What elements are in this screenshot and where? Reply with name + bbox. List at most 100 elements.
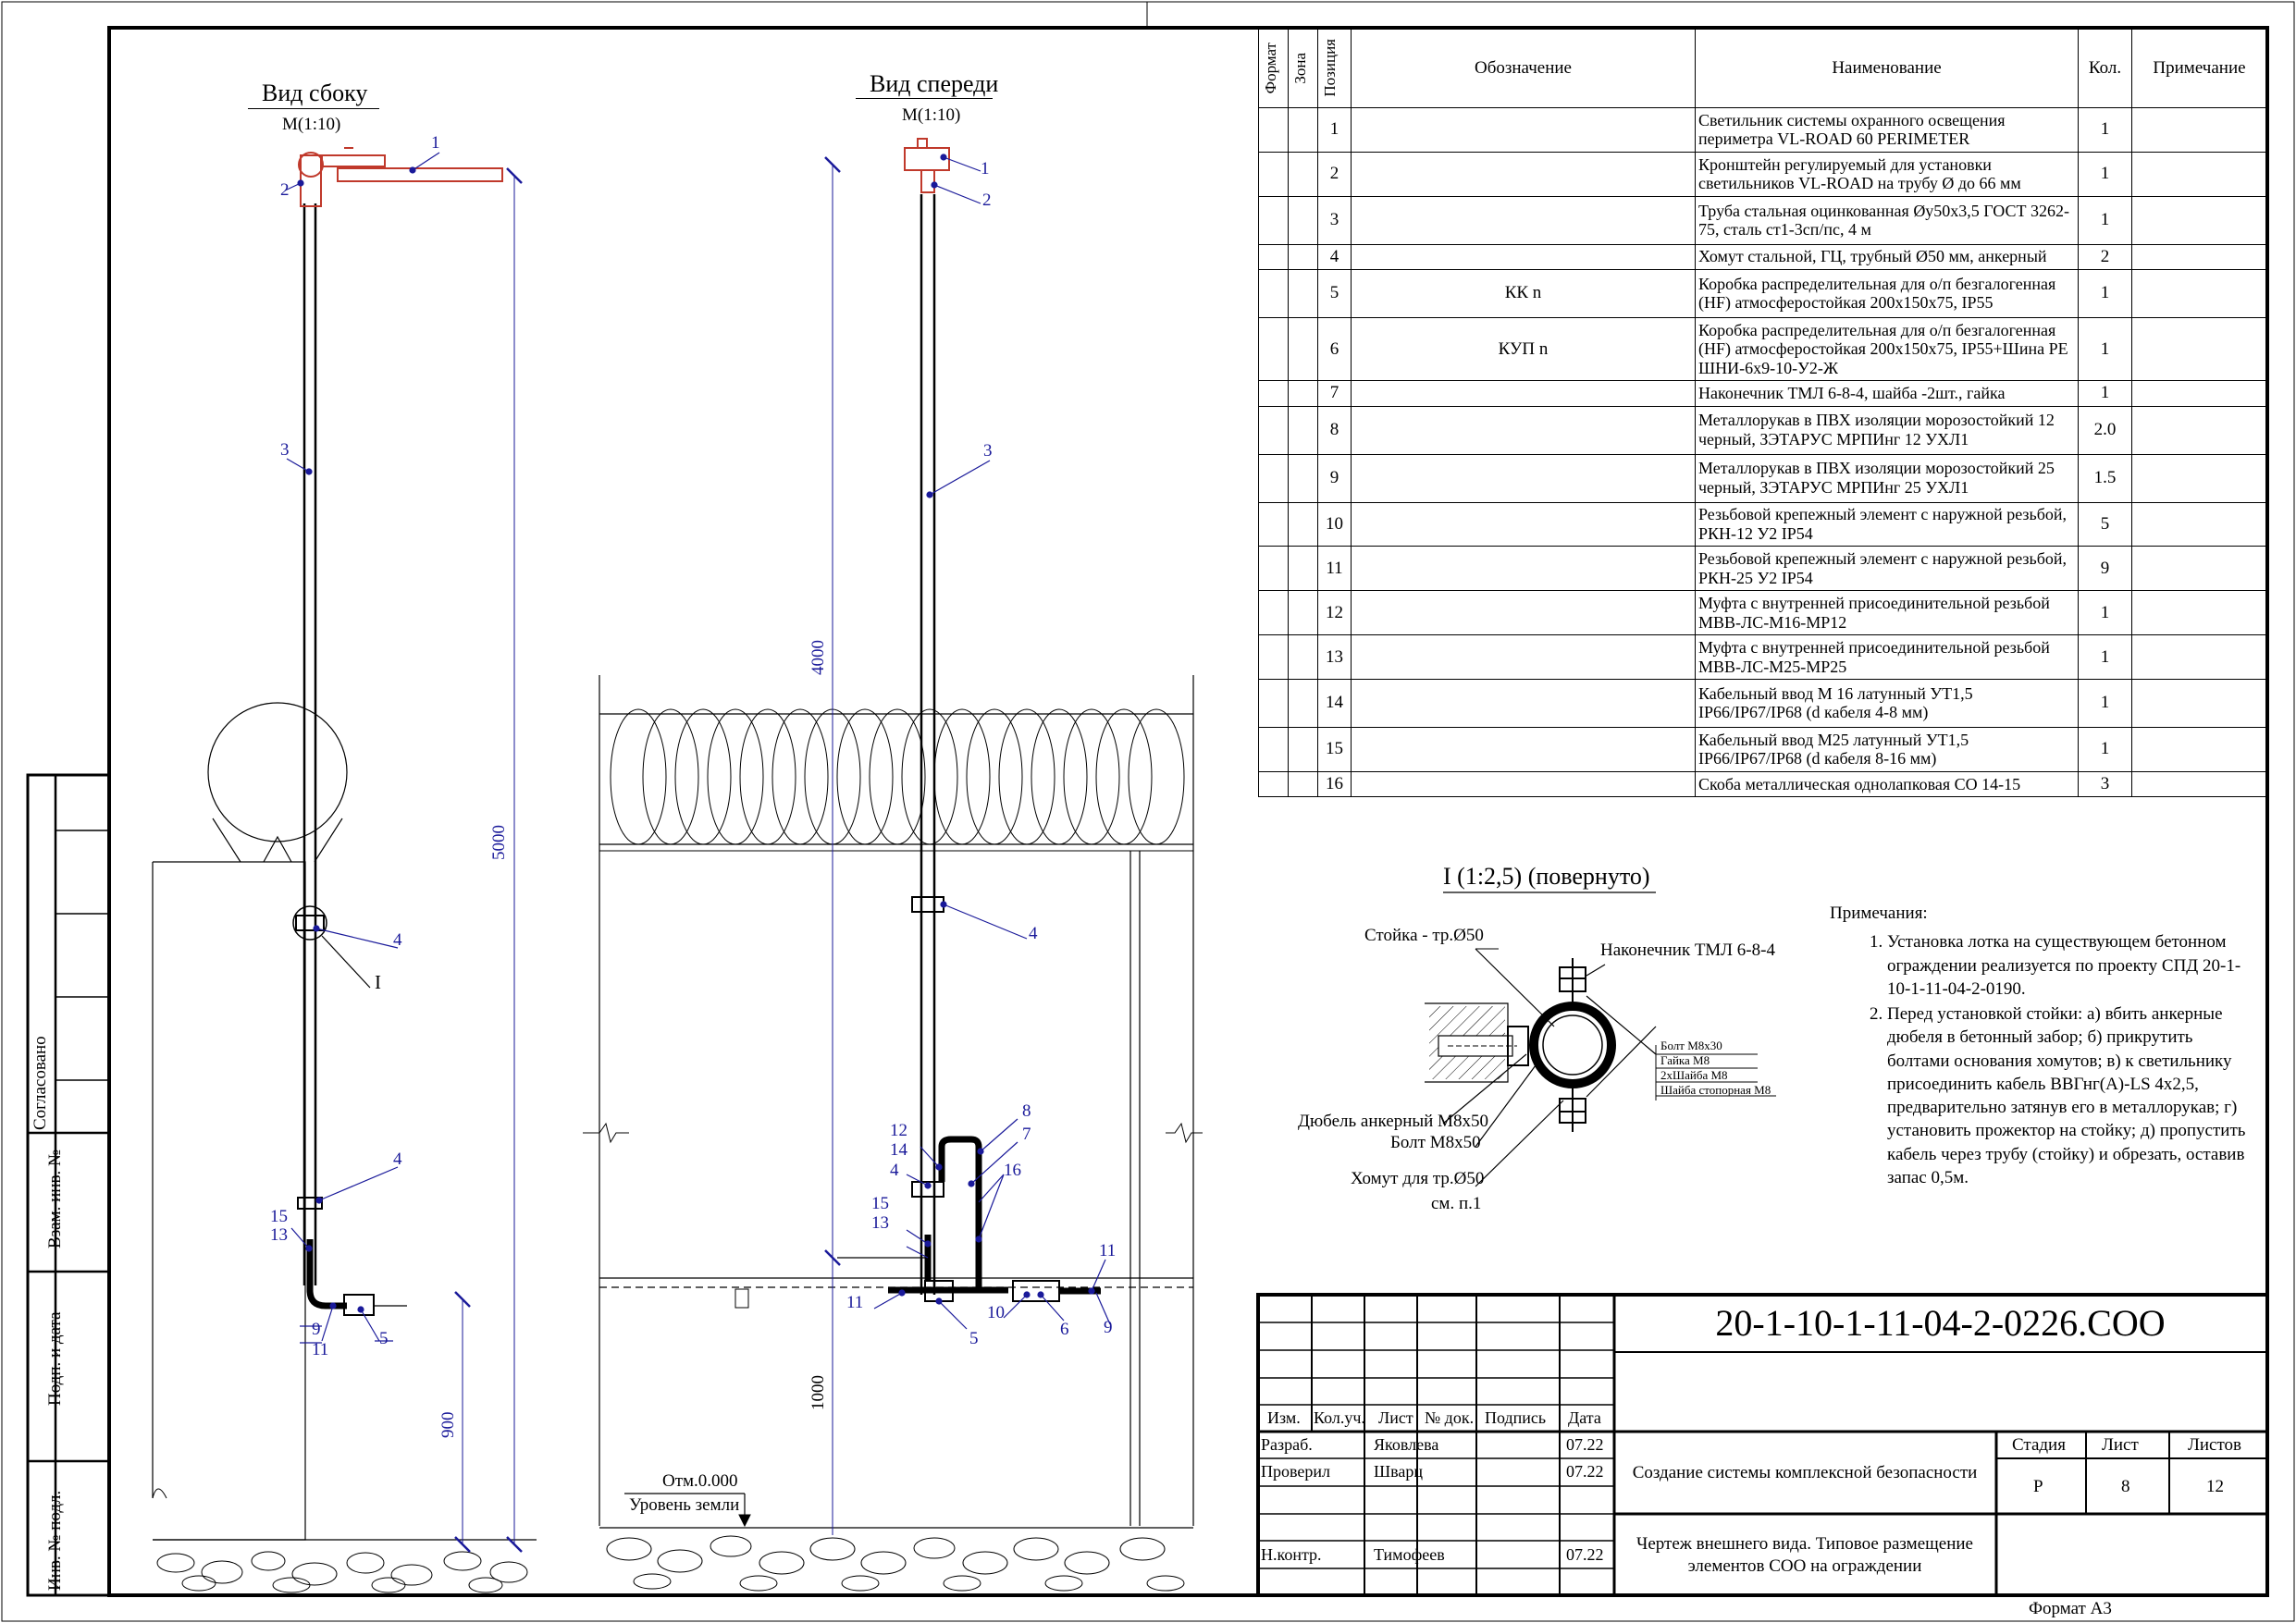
tb-sheet: 8 [2121, 1477, 2130, 1496]
specification-table: Формат Зона Позиция Обозначение Наименов… [1258, 28, 2267, 798]
spec-position: 13 [1317, 634, 1352, 680]
spec-position: 3 [1317, 195, 1352, 245]
tb-stage-label: Стадия [2012, 1435, 2066, 1455]
spec-name: Наконечник ТМЛ 6-8-4, шайба -2шт., гайка [1695, 380, 2079, 407]
header-format: Формат [1262, 42, 1279, 94]
spec-zone [1288, 151, 1318, 197]
spec-qty: 1 [2078, 590, 2132, 636]
detail-label-bolt-m8x50: Болт М8х50 [1390, 1133, 1481, 1152]
spec-zone [1288, 770, 1318, 798]
spec-position: 6 [1317, 316, 1352, 382]
detail-label-stand: Стойка - тр.Ø50 [1364, 926, 1484, 945]
spec-name: Труба стальная оцинкованная Øу50х3,5 ГОС… [1695, 195, 2079, 245]
front-callout: 15 [871, 1194, 889, 1213]
spec-name: Хомут стальной, ГЦ, трубный Ø50 мм, анке… [1695, 243, 2079, 270]
spec-qty: 1 [2078, 727, 2132, 772]
spec-row: 15 Кабельный ввод М25 латунный УТ1,5 IP66… [1258, 727, 2267, 772]
spec-format [1258, 268, 1289, 318]
detail-label-nut: Гайка М8 [1660, 1053, 1710, 1067]
header-name: Наименование [1695, 28, 2079, 108]
front-callout: 11 [1099, 1241, 1117, 1260]
side-callout: 13 [270, 1225, 288, 1245]
spec-designation [1351, 546, 1696, 592]
spec-format [1258, 195, 1289, 245]
spec-name: Светильник системы охранного освещения п… [1695, 107, 2079, 153]
spec-name: Скоба металлическая однолапковая СО 14-1… [1695, 770, 2079, 798]
spec-format [1258, 316, 1289, 382]
spec-name: Коробка распределительная для о/п безгал… [1695, 316, 2079, 382]
front-luminaire [904, 138, 950, 193]
spec-designation [1351, 678, 1696, 729]
spec-format [1258, 634, 1289, 680]
spec-note [2131, 405, 2267, 455]
spec-note [2131, 107, 2267, 153]
spec-qty: 1.5 [2078, 453, 2132, 503]
spec-position: 15 [1317, 727, 1352, 772]
side-callout: 5 [379, 1329, 389, 1348]
tb-header-izm: Изм. [1267, 1408, 1301, 1427]
dimension-side-base: 900 [438, 1411, 458, 1439]
header-designation: Обозначение [1351, 28, 1696, 108]
tb-header-podpis: Подпись [1485, 1408, 1547, 1427]
tb-header-list: Лист [1378, 1408, 1413, 1427]
side-stamp-column [26, 773, 111, 1597]
side-leaders [284, 152, 440, 1344]
tb-header-koluch: Кол.уч. [1314, 1408, 1365, 1427]
spec-position: 9 [1317, 453, 1352, 503]
spec-note [2131, 243, 2267, 270]
spec-designation [1351, 634, 1696, 680]
front-callout: 13 [871, 1213, 889, 1233]
front-view-title: Вид спереди [870, 70, 999, 97]
side-callout: 15 [270, 1207, 288, 1226]
spec-position: 10 [1317, 501, 1352, 547]
spec-qty: 1 [2078, 316, 2132, 382]
header-qty: Кол. [2078, 28, 2132, 108]
front-view-scale: М(1:10) [902, 105, 961, 125]
tb-stage: Р [2033, 1477, 2043, 1496]
spec-zone [1288, 107, 1318, 153]
spec-position: 11 [1317, 546, 1352, 592]
spec-format [1258, 546, 1289, 592]
detail-marker: I [375, 971, 381, 993]
title-block-grid [1256, 1293, 2269, 1597]
spec-note [2131, 268, 2267, 318]
spec-note [2131, 316, 2267, 382]
spec-designation [1351, 380, 1696, 407]
tb-date-normcontrol: 07.22 [1566, 1545, 1604, 1564]
spec-position: 12 [1317, 590, 1352, 636]
spec-zone [1288, 380, 1318, 407]
side-view-title: Вид сбоку [262, 80, 368, 106]
front-callout: 6 [1060, 1320, 1069, 1339]
spec-zone [1288, 453, 1318, 503]
side-luminaire [298, 147, 503, 207]
spec-name: Кабельный ввод М25 латунный УТ1,5 IP66/I… [1695, 727, 2079, 772]
spec-zone [1288, 405, 1318, 455]
dimension-front-pipe: 4000 [809, 640, 828, 675]
front-callout: 4 [1029, 924, 1038, 943]
tb-header-ndok: № док. [1425, 1408, 1475, 1427]
spec-zone [1288, 727, 1318, 772]
side-callout: 11 [312, 1340, 329, 1359]
spec-name: Муфта с внутренней присоединительной рез… [1695, 634, 2079, 680]
spec-designation [1351, 107, 1696, 153]
detail-label-bolt-m8x30: Болт М8х30 [1660, 1039, 1722, 1052]
detail-label-anchor: Дюбель анкерный М8х50 [1298, 1112, 1488, 1131]
tb-sheets: 12 [2206, 1477, 2224, 1496]
side-view-scale: М(1:10) [282, 115, 341, 134]
spec-designation [1351, 727, 1696, 772]
tb-date-developer: 07.22 [1566, 1435, 1604, 1454]
spec-position: 2 [1317, 151, 1352, 197]
spec-note [2131, 678, 2267, 729]
detail-label-lug: Наконечник ТМЛ 6-8-4 [1600, 941, 1775, 960]
header-position: Позиция [1321, 39, 1339, 97]
spec-zone [1288, 678, 1318, 729]
